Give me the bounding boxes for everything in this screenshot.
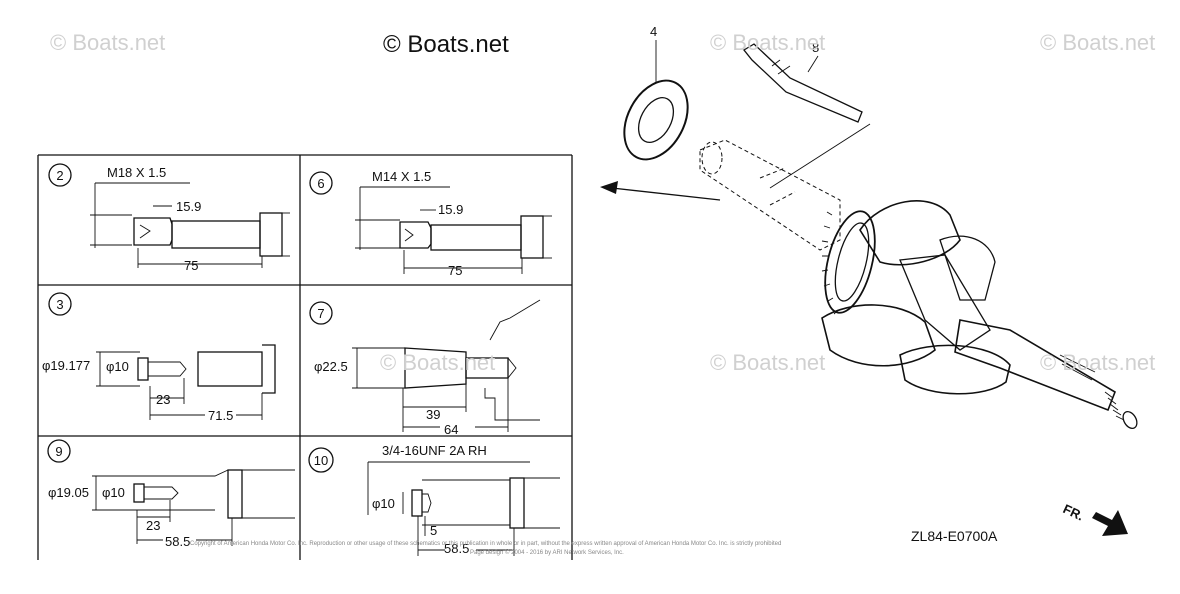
- panel-10: 10 3/4-16UNF 2A RH φ10 5 58.5: [308, 443, 560, 556]
- dimension-total: 64: [444, 422, 458, 437]
- diameter-outer: φ19.05: [48, 485, 89, 500]
- panel-6: 6 M14 X 1.5 15.9 75: [309, 169, 552, 278]
- diameter-inner: φ10: [102, 485, 125, 500]
- copyright-notice: Copyright of American Honda Motor Co. In…: [190, 541, 782, 547]
- panel-number: 2: [56, 168, 63, 183]
- dimension-length: 15.9: [176, 199, 201, 214]
- dimension-bore: 23: [156, 392, 170, 407]
- dimension-total: 75: [448, 263, 462, 278]
- dimension-total: 58.5: [444, 541, 469, 556]
- panel-7: 7 φ22.5 39 64: [309, 299, 541, 437]
- dimension-bore: 23: [146, 518, 160, 533]
- watermark: © Boats.net: [1040, 30, 1156, 55]
- thread-spec: M18 X 1.5: [107, 165, 166, 180]
- diameter-outer: φ19.177: [42, 358, 90, 373]
- watermark: © Boats.net: [380, 350, 496, 375]
- panel-2: 2 M18 X 1.5 15.9 75: [48, 163, 290, 273]
- watermark: © Boats.net: [710, 30, 826, 55]
- panel-number: 10: [314, 453, 328, 468]
- callout-washer: 4: [650, 24, 657, 39]
- page-design-notice: Page design © 2004 - 2016 by ARI Network…: [470, 550, 624, 556]
- callout-shaft: 8: [812, 40, 819, 55]
- dimension-total: 71.5: [208, 408, 233, 423]
- dimension-total: 75: [184, 258, 198, 273]
- direction-label: FR.: [1061, 501, 1086, 523]
- diameter: φ22.5: [314, 359, 348, 374]
- panel-number: 3: [56, 297, 63, 312]
- front-direction-indicator: FR.: [1061, 501, 1128, 536]
- panel-9: 9 φ19.05 φ10 23 58.5: [47, 439, 295, 549]
- diameter: φ10: [372, 496, 395, 511]
- diagram-code: ZL84-E0700A: [911, 528, 998, 544]
- panel-3: 3 φ19.177 φ10 23 71.5: [42, 292, 276, 423]
- dimension-taper: 39: [426, 407, 440, 422]
- watermark: © Boats.net: [710, 350, 826, 375]
- thread-spec: M14 X 1.5: [372, 169, 431, 184]
- direction-arrow-icon: [1092, 510, 1128, 536]
- crankshaft-assembly: 4 8: [600, 24, 1138, 430]
- dimension-offset: 5: [430, 523, 437, 538]
- dimension-total: 58.5: [165, 534, 190, 549]
- panel-number: 6: [317, 176, 324, 191]
- diameter-inner: φ10: [106, 359, 129, 374]
- thread-spec: 3/4-16UNF 2A RH: [382, 443, 487, 458]
- watermark-main: © Boats.net: [383, 31, 509, 58]
- panel-number: 9: [55, 444, 62, 459]
- watermark: © Boats.net: [1040, 350, 1156, 375]
- watermark: © Boats.net: [50, 30, 166, 55]
- detail-table: [37, 154, 573, 560]
- panel-number: 7: [317, 306, 324, 321]
- dimension-length: 15.9: [438, 202, 463, 217]
